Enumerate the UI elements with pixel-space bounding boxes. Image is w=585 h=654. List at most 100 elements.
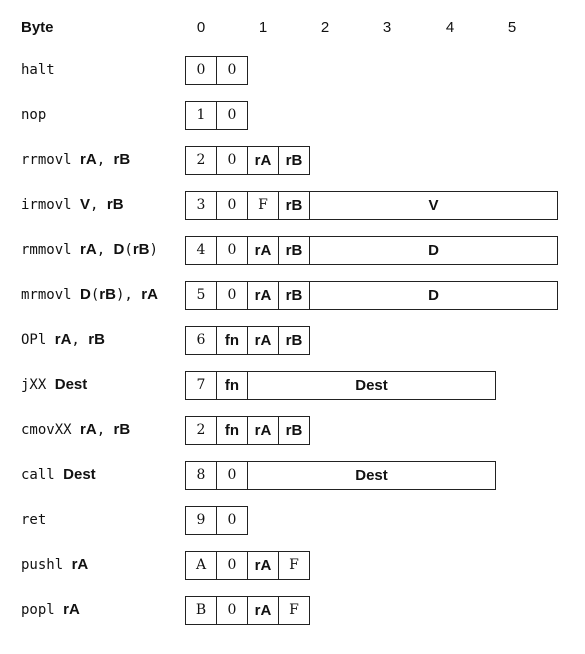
instruction-mnemonic: popl xyxy=(21,602,55,618)
instruction-operand: V xyxy=(80,196,91,213)
instruction-operand: Dest xyxy=(63,466,96,483)
instruction-mnemonic: OPl xyxy=(21,332,47,348)
instruction-operand: rA xyxy=(71,556,89,573)
instruction-operand: , xyxy=(96,152,114,168)
encoding-field: 1 xyxy=(186,102,217,129)
encoding-field: rB xyxy=(279,417,310,444)
instruction-operand: rB xyxy=(99,286,116,303)
encoding-field: 0 xyxy=(217,147,248,174)
encoding-field: rB xyxy=(279,237,310,264)
instruction-label-jxx: jXX Dest xyxy=(21,373,87,397)
instruction-operand: rA xyxy=(80,151,97,168)
byte-header-label: Byte xyxy=(21,19,54,36)
instruction-operand: rA xyxy=(54,331,72,348)
encoding-field: rB xyxy=(279,147,310,174)
instruction-mnemonic: pushl xyxy=(21,557,64,573)
encoding-field-wide: D xyxy=(310,282,558,309)
encoding-field: rB xyxy=(279,327,310,354)
instruction-operand xyxy=(55,602,63,618)
instruction-label-rrmovl: rrmovl rA, rB xyxy=(21,148,130,172)
instruction-operand: rB xyxy=(113,421,131,438)
instruction-operand xyxy=(72,152,80,168)
instruction-label-nop: nop xyxy=(21,103,46,127)
instruction-operand: , xyxy=(90,197,107,213)
instruction-operand: D xyxy=(113,241,125,258)
encoding-field: B xyxy=(186,597,217,624)
instruction-operand xyxy=(72,197,80,213)
instruction-operand: rA xyxy=(80,421,97,438)
encoding-field: 8 xyxy=(186,462,217,489)
byte-index-1: 1 xyxy=(258,19,268,36)
instruction-operand: ( xyxy=(124,242,133,258)
instruction-operand: rB xyxy=(132,241,150,258)
byte-index-4: 4 xyxy=(445,19,455,36)
encoding-field: 0 xyxy=(186,57,217,84)
encoding-field: A xyxy=(186,552,217,579)
instruction-label-pushl: pushl rA xyxy=(21,553,88,577)
instruction-mnemonic: cmovXX xyxy=(21,422,72,438)
encoding-field: 2 xyxy=(186,417,217,444)
instruction-operand: rA xyxy=(80,241,97,258)
instruction-label-mrmovl: mrmovl D(rB), rA xyxy=(21,283,158,307)
instruction-mnemonic: irmovl xyxy=(21,197,72,213)
instruction-operand: rB xyxy=(113,151,131,168)
instruction-label-call: call Dest xyxy=(21,463,96,487)
instruction-operand xyxy=(72,242,80,258)
instruction-mnemonic: halt xyxy=(21,62,55,78)
instruction-mnemonic: ret xyxy=(21,512,47,528)
encoding-field: 4 xyxy=(186,237,217,264)
instruction-operand xyxy=(72,422,80,438)
encoding-field-wide: V xyxy=(310,192,558,219)
encoding-field: fn xyxy=(217,372,248,399)
instruction-label-cmovxx: cmovXX rA, rB xyxy=(21,418,130,442)
encoding-field: 0 xyxy=(217,57,248,84)
encoding-field: 7 xyxy=(186,372,217,399)
instruction-operand: rA xyxy=(63,601,80,618)
instruction-operand xyxy=(46,377,54,393)
encoding-field-wide: Dest xyxy=(248,372,496,399)
byte-index-0: 0 xyxy=(196,19,206,36)
instruction-operand: , xyxy=(96,242,114,258)
encoding-field-wide: Dest xyxy=(248,462,496,489)
instruction-mnemonic: jXX xyxy=(21,377,47,393)
instruction-operand: ), xyxy=(115,287,142,303)
instruction-label-irmovl: irmovl V, rB xyxy=(21,193,124,217)
encoding-field: 0 xyxy=(217,282,248,309)
byte-index-3: 3 xyxy=(382,19,392,36)
encoding-field: 9 xyxy=(186,507,217,534)
byte-index-2: 2 xyxy=(320,19,330,36)
encoding-field: 0 xyxy=(217,507,248,534)
encoding-field: 5 xyxy=(186,282,217,309)
instruction-operand: , xyxy=(71,332,89,348)
encoding-field: rA xyxy=(248,327,279,354)
encoding-field: 6 xyxy=(186,327,217,354)
encoding-field: 0 xyxy=(217,597,248,624)
encoding-field: 0 xyxy=(217,192,248,219)
instruction-operand: , xyxy=(96,422,114,438)
instruction-label-halt: halt xyxy=(21,58,55,82)
encoding-field: rB xyxy=(279,192,310,219)
instruction-label-ret: ret xyxy=(21,508,46,532)
instruction-operand xyxy=(72,287,80,303)
encoding-field: F xyxy=(279,552,310,579)
instruction-operand xyxy=(55,467,63,483)
instruction-operand: Dest xyxy=(54,376,88,393)
encoding-field: 0 xyxy=(217,237,248,264)
instruction-operand: D xyxy=(80,286,91,303)
instruction-mnemonic: call xyxy=(21,467,55,483)
encoding-field: rA xyxy=(248,237,279,264)
encoding-field: F xyxy=(279,597,310,624)
instruction-mnemonic: mrmovl xyxy=(21,287,72,303)
